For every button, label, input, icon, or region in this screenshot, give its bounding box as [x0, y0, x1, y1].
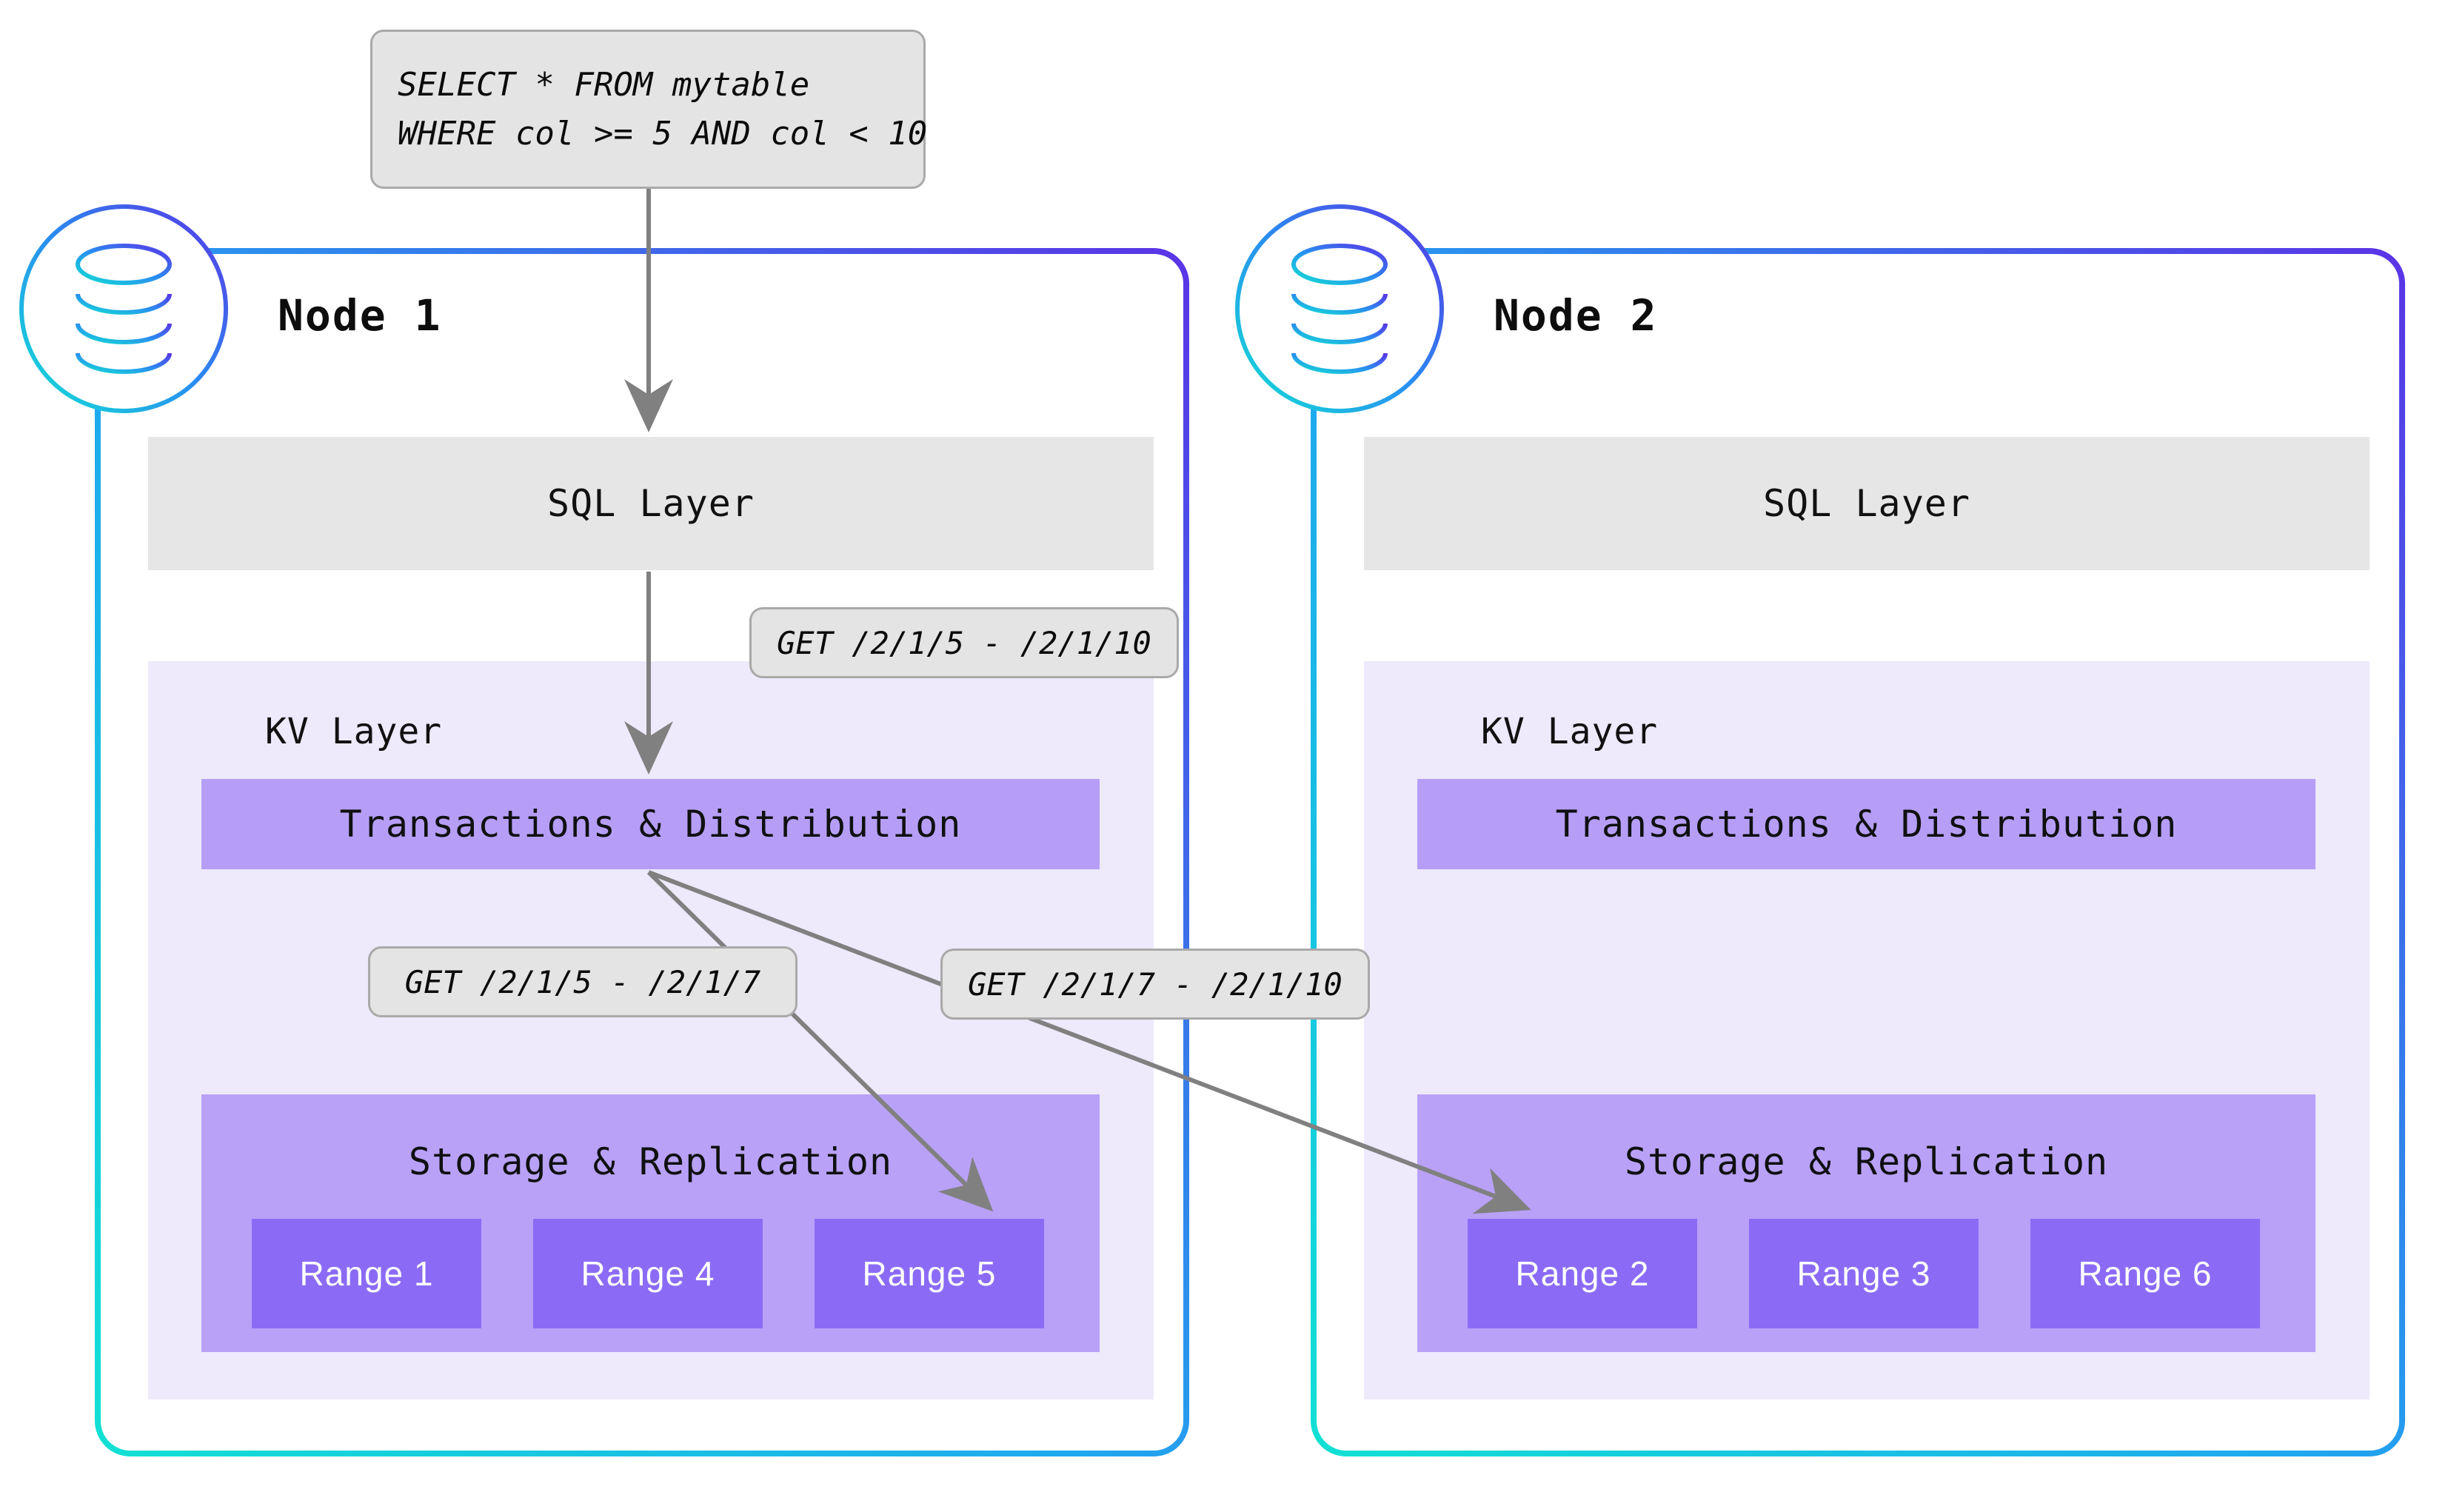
node-1-storage-bar: Storage & Replication Range 1 Range 4 Ra… [201, 1094, 1100, 1352]
kv-request-full-range-label: GET /2/1/5 - /2/1/10 [749, 607, 1179, 678]
sql-query-line-1: SELECT * FROM mytable [398, 65, 810, 104]
sql-query-line-2: WHERE col >= 5 AND col < 10 [398, 114, 928, 153]
node-1-range-box-1[interactable]: Range 4 [533, 1219, 763, 1328]
node-1-transactions-label: Transactions & Distribution [339, 803, 962, 846]
node-1-database-badge [16, 201, 231, 416]
sql-query-bubble: SELECT * FROM mytable WHERE col >= 5 AND… [370, 30, 928, 189]
node-2-title: Node 2 [1494, 290, 1658, 341]
node-2-database-badge [1232, 201, 1447, 416]
node-2-kv-layer-label: KV Layer [1481, 711, 1659, 752]
node-2-range-box-1[interactable]: Range 3 [1749, 1219, 1979, 1328]
node-2-range-box-0[interactable]: Range 2 [1468, 1219, 1697, 1328]
node-2-storage-label: Storage & Replication [1624, 1140, 2109, 1183]
database-icon [1235, 204, 1444, 413]
node-1-range-box-2[interactable]: Range 5 [815, 1219, 1044, 1328]
kv-request-local-range-label: GET /2/1/5 - /2/1/7 [368, 946, 798, 1017]
node-1-transactions-bar: Transactions & Distribution [201, 779, 1100, 869]
node-1-kv-layer-label: KV Layer [265, 711, 443, 752]
node-1-range-box-0[interactable]: Range 1 [252, 1219, 481, 1328]
node-2-sql-layer: SQL Layer [1364, 437, 2370, 570]
node-2-range-box-2[interactable]: Range 6 [2030, 1219, 2260, 1328]
node-1-sql-layer-label: SQL Layer [547, 482, 755, 525]
node-2-transactions-label: Transactions & Distribution [1555, 803, 2178, 846]
node-2-storage-bar: Storage & Replication Range 2 Range 3 Ra… [1417, 1094, 2315, 1352]
node-1-storage-label: Storage & Replication [408, 1140, 893, 1183]
node-1-sql-layer: SQL Layer [148, 437, 1154, 570]
node-2-sql-layer-label: SQL Layer [1763, 482, 1970, 525]
node-1-title: Node 1 [278, 290, 442, 341]
database-icon [19, 204, 228, 413]
kv-request-remote-range-label: GET /2/1/7 - /2/1/10 [940, 949, 1370, 1020]
node-2-transactions-bar: Transactions & Distribution [1417, 779, 2315, 869]
